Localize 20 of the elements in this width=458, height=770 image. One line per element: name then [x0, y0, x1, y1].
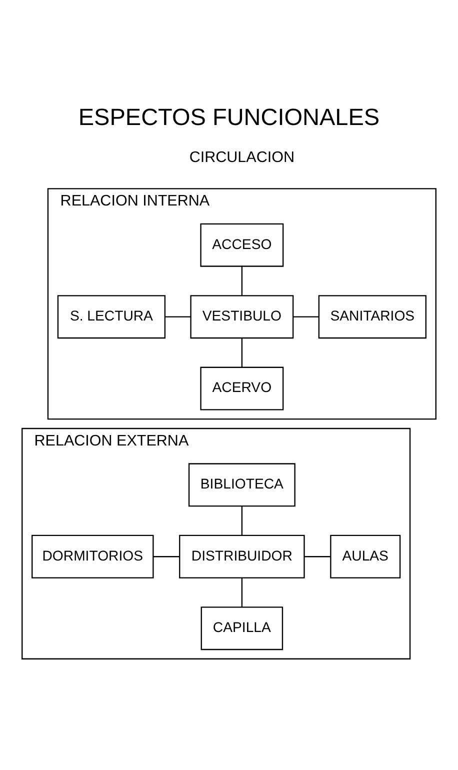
- node-box: DISTRIBUIDOR: [179, 534, 305, 578]
- connector: [241, 506, 243, 536]
- connector: [304, 556, 330, 558]
- node-box: CAPILLA: [200, 606, 284, 650]
- node-box: BIBLIOTECA: [188, 463, 296, 507]
- node-box: VESTIBULO: [190, 295, 294, 339]
- node-box: SANITARIOS: [318, 295, 426, 339]
- node-box: S. LECTURA: [57, 295, 166, 339]
- label: CIRCULACION: [189, 149, 295, 166]
- connector: [153, 556, 180, 558]
- node-box: AULAS: [330, 534, 401, 578]
- connector: [241, 266, 243, 296]
- connector: [241, 338, 243, 368]
- node-box: ACERVO: [200, 366, 284, 410]
- connector: [164, 316, 191, 318]
- node-box: ACCESO: [200, 223, 284, 267]
- node-box: DORMITORIOS: [32, 534, 154, 578]
- diagram-title: ESPECTOS FUNCIONALES: [78, 104, 380, 130]
- connector: [293, 316, 319, 318]
- connector: [241, 578, 243, 607]
